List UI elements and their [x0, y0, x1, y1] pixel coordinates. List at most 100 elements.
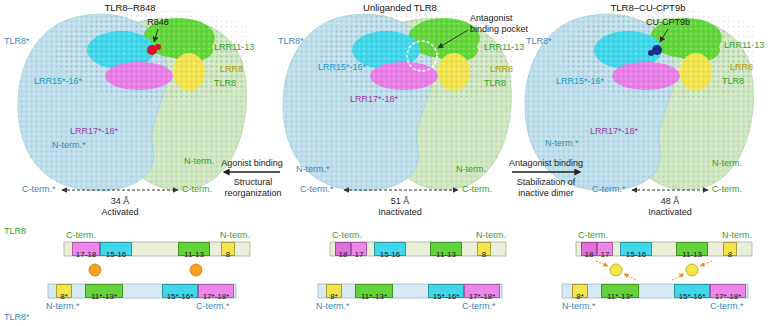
- segment-label: 15-16: [626, 248, 646, 261]
- domain-segment: 17-18: [72, 242, 100, 256]
- leader-line: [660, 29, 668, 42]
- domain-segment: 11-13: [178, 242, 210, 256]
- domain-segment: 17: [351, 242, 367, 256]
- annotation-label: LRR11-13: [214, 42, 254, 53]
- annotation-label: LRR8: [490, 64, 513, 75]
- annotation-label: N-term.: [456, 164, 486, 175]
- interaction-arrow: [596, 261, 608, 266]
- annotation-label: TLR8*: [526, 36, 552, 47]
- annotation-label: LRR11-13: [724, 40, 764, 51]
- annotation-label: 48 Å: [661, 196, 680, 207]
- annotation-label: TLR8: [722, 76, 744, 87]
- domain-segment: 8*: [326, 284, 342, 298]
- annotation-label: N-term.*: [562, 301, 596, 312]
- segment-label: 8: [728, 248, 732, 261]
- segment-label: 11*-13*: [91, 290, 117, 303]
- segment-label: 18: [339, 248, 348, 261]
- annotation-label: TLR8: [214, 78, 236, 89]
- annotation-label: Stabilization of inactive dimer: [504, 177, 588, 199]
- annotation-label: N-term.*: [316, 301, 350, 312]
- segment-label: 11*-13*: [607, 290, 633, 303]
- domain-segment: 8: [477, 242, 491, 256]
- segment-label: 11*-13*: [361, 290, 387, 303]
- segment-label: 15-16: [106, 248, 126, 261]
- annotation-label: N-term.*: [46, 301, 80, 312]
- annotation-label: C-term.*: [710, 301, 744, 312]
- annotation-label: C-term.: [578, 230, 608, 241]
- annotation-label: C-term.*: [196, 301, 230, 312]
- annotation-label: C-term.*: [462, 301, 496, 312]
- domain-segment: 17*-18*: [710, 284, 746, 298]
- domain-segment: 17*-18*: [464, 284, 500, 298]
- domain-segment: 8*: [572, 284, 588, 298]
- annotation-label: LRR17*-18*: [70, 126, 118, 137]
- segment-label: 15*-16*: [167, 290, 194, 303]
- segment-label: 15*-16*: [679, 290, 706, 303]
- distance-arrow: [632, 190, 708, 191]
- segment-label: 11-13: [436, 248, 456, 261]
- annotation-label: LRR17*-18*: [350, 94, 398, 105]
- domain-segment: 15-16: [374, 242, 406, 256]
- domain-segment: 11*-13*: [601, 284, 639, 298]
- annotation-label: Activated: [101, 207, 138, 218]
- domain-segment: 18: [335, 242, 351, 256]
- segment-label: 17: [601, 248, 610, 261]
- annotation-label: TLR8: [4, 226, 26, 237]
- domain-segment: 8: [221, 242, 235, 256]
- annotation-label: LRR15*-16*: [556, 76, 604, 87]
- annotation-label: C-term.*: [592, 184, 626, 195]
- annotation-label: Antagonist binding pocket: [470, 13, 536, 35]
- annotation-label: R848: [147, 17, 169, 28]
- annotation-label: C-term.*: [300, 184, 334, 195]
- domain-segment: 15-16: [100, 242, 132, 256]
- segment-label: 11-13: [184, 248, 204, 261]
- annotation-label: C-term.: [332, 230, 362, 241]
- domain-segment: 8: [723, 242, 737, 256]
- segment-label: 15*-16*: [433, 290, 460, 303]
- interaction-arrow: [700, 261, 712, 266]
- domain-segment: 11*-13*: [85, 284, 123, 298]
- annotation-label: TLR8: [484, 78, 506, 89]
- annotation-label: TLR8*: [4, 36, 30, 47]
- segment-label: 18: [585, 248, 594, 261]
- annotation-label: LRR11-13: [484, 42, 524, 53]
- annotation-label: N-term.: [722, 230, 752, 241]
- annotation-label: 34 Å: [111, 196, 130, 207]
- segment-label: 8: [226, 248, 230, 261]
- panel-title: TLR8–CU-CPT9b: [611, 2, 686, 14]
- annotation-label: 51 Å: [391, 196, 410, 207]
- annotation-label: N-term.: [220, 230, 250, 241]
- domain-segment: 15*-16*: [674, 284, 710, 298]
- domain-segment: 15*-16*: [428, 284, 464, 298]
- annotation-label: N-term.*: [296, 164, 330, 175]
- interaction-arrow: [672, 274, 684, 280]
- segment-label: 17: [355, 248, 364, 261]
- annotation-label: C-term.: [182, 184, 212, 195]
- binding-pocket-circle: [407, 41, 437, 71]
- domain-segment: 15-16: [620, 242, 652, 256]
- annotation-label: N-term.*: [545, 138, 579, 149]
- annotation-label: C-term.: [462, 184, 492, 195]
- domain-segment: 15*-16*: [162, 284, 198, 298]
- annotation-label: Inactivated: [378, 207, 422, 218]
- domain-segment: 8*: [56, 284, 72, 298]
- annotation-label: LRR8: [220, 64, 243, 75]
- antagonist-ligand: [648, 50, 654, 56]
- domain-segment: 11-13: [430, 242, 462, 256]
- domain-segment: 11*-13*: [355, 284, 393, 298]
- annotation-label: C-term.: [712, 184, 742, 195]
- annotation-label: LRR15*-16*: [34, 76, 82, 87]
- panel-title: TLR8–R848: [104, 2, 155, 14]
- annotation-label: LRR17*-18*: [590, 126, 638, 137]
- transition-arrow: [224, 171, 280, 172]
- annotation-label: C-term.: [66, 230, 96, 241]
- transition-arrow: [512, 171, 580, 172]
- tlr8-dimer-surface: [283, 10, 540, 191]
- interaction-arrow: [624, 274, 636, 280]
- annotation-label: TLR8*: [4, 312, 30, 323]
- distance-arrow: [62, 190, 178, 191]
- panel-title: Unliganded TLR8: [363, 2, 437, 14]
